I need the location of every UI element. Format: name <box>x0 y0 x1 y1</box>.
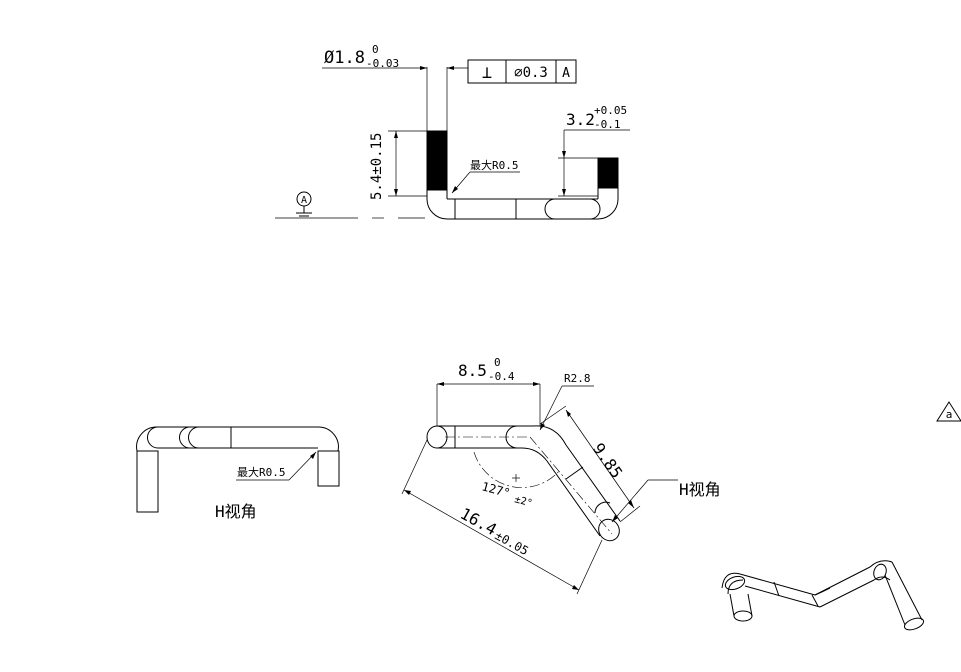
view-marker-label: a <box>946 408 953 421</box>
diameter-tol-lower: -0.03 <box>366 57 399 70</box>
right-dim-tol-lower: -0.1 <box>594 118 621 131</box>
left-bend-outer <box>426 198 448 220</box>
feature-control-frame: ⊥ ∅0.3 A <box>467 59 577 84</box>
radius-note: 最大R0.5 <box>470 158 519 172</box>
right-dim-tol-upper: +0.05 <box>594 104 627 117</box>
top-view: A Ø1.8 0 -0.03 <box>275 43 630 220</box>
length-tol-lower: -0.4 <box>488 370 515 383</box>
angle-tol: ±2° <box>513 494 533 509</box>
left-leg-end <box>426 130 448 191</box>
fcf-datum: A <box>562 66 570 81</box>
angle-arc <box>473 451 561 488</box>
bent-view: 127° ±2° 8.5 0 -0.4 R2.8 9.85 16.4 ±0.05 <box>401 356 721 595</box>
side-right-leg <box>317 450 340 487</box>
angle-main: 127° <box>480 479 512 500</box>
bent-bend-outer <box>532 425 567 446</box>
fcf-symbol: ⊥ <box>482 63 492 83</box>
height-dim: 5.4±0.15 <box>369 133 385 200</box>
length-main: 8.5 <box>458 361 487 380</box>
isometric-view <box>721 560 925 631</box>
side-view: 最大R0.5 H视角 <box>136 426 340 521</box>
bar-inner-cap-right <box>589 198 601 220</box>
right-bend-outer <box>597 198 619 220</box>
bent-bend-inner <box>521 447 548 462</box>
side-view-label: H视角 <box>215 502 257 521</box>
angled-length: 9.85 <box>589 439 627 481</box>
overall-main: 16.4 <box>457 504 500 539</box>
side-left-leg <box>136 450 159 513</box>
datum-a-label: A <box>301 195 307 206</box>
right-dim-main: 3.2 <box>566 110 595 129</box>
radius-label: R2.8 <box>564 372 591 385</box>
length-tol-upper: 0 <box>494 356 501 369</box>
right-leg-end <box>597 157 619 189</box>
bent-right-end <box>598 518 620 542</box>
overall-tol: ±0.05 <box>493 528 531 558</box>
bent-view-label: H视角 <box>679 480 721 499</box>
bent-left-end <box>426 425 448 449</box>
bar-inner-cap <box>544 198 556 220</box>
datum-symbol-a: A <box>296 191 312 217</box>
diameter-main: Ø1.8 <box>324 48 365 68</box>
fcf-tolerance: ∅0.3 <box>514 65 548 81</box>
side-right-bend <box>317 426 339 452</box>
side-radius-note: 最大R0.5 <box>237 465 286 479</box>
side-left-bend <box>136 426 158 452</box>
view-marker-a: a <box>936 401 961 422</box>
diameter-tol-upper: 0 <box>372 43 379 56</box>
